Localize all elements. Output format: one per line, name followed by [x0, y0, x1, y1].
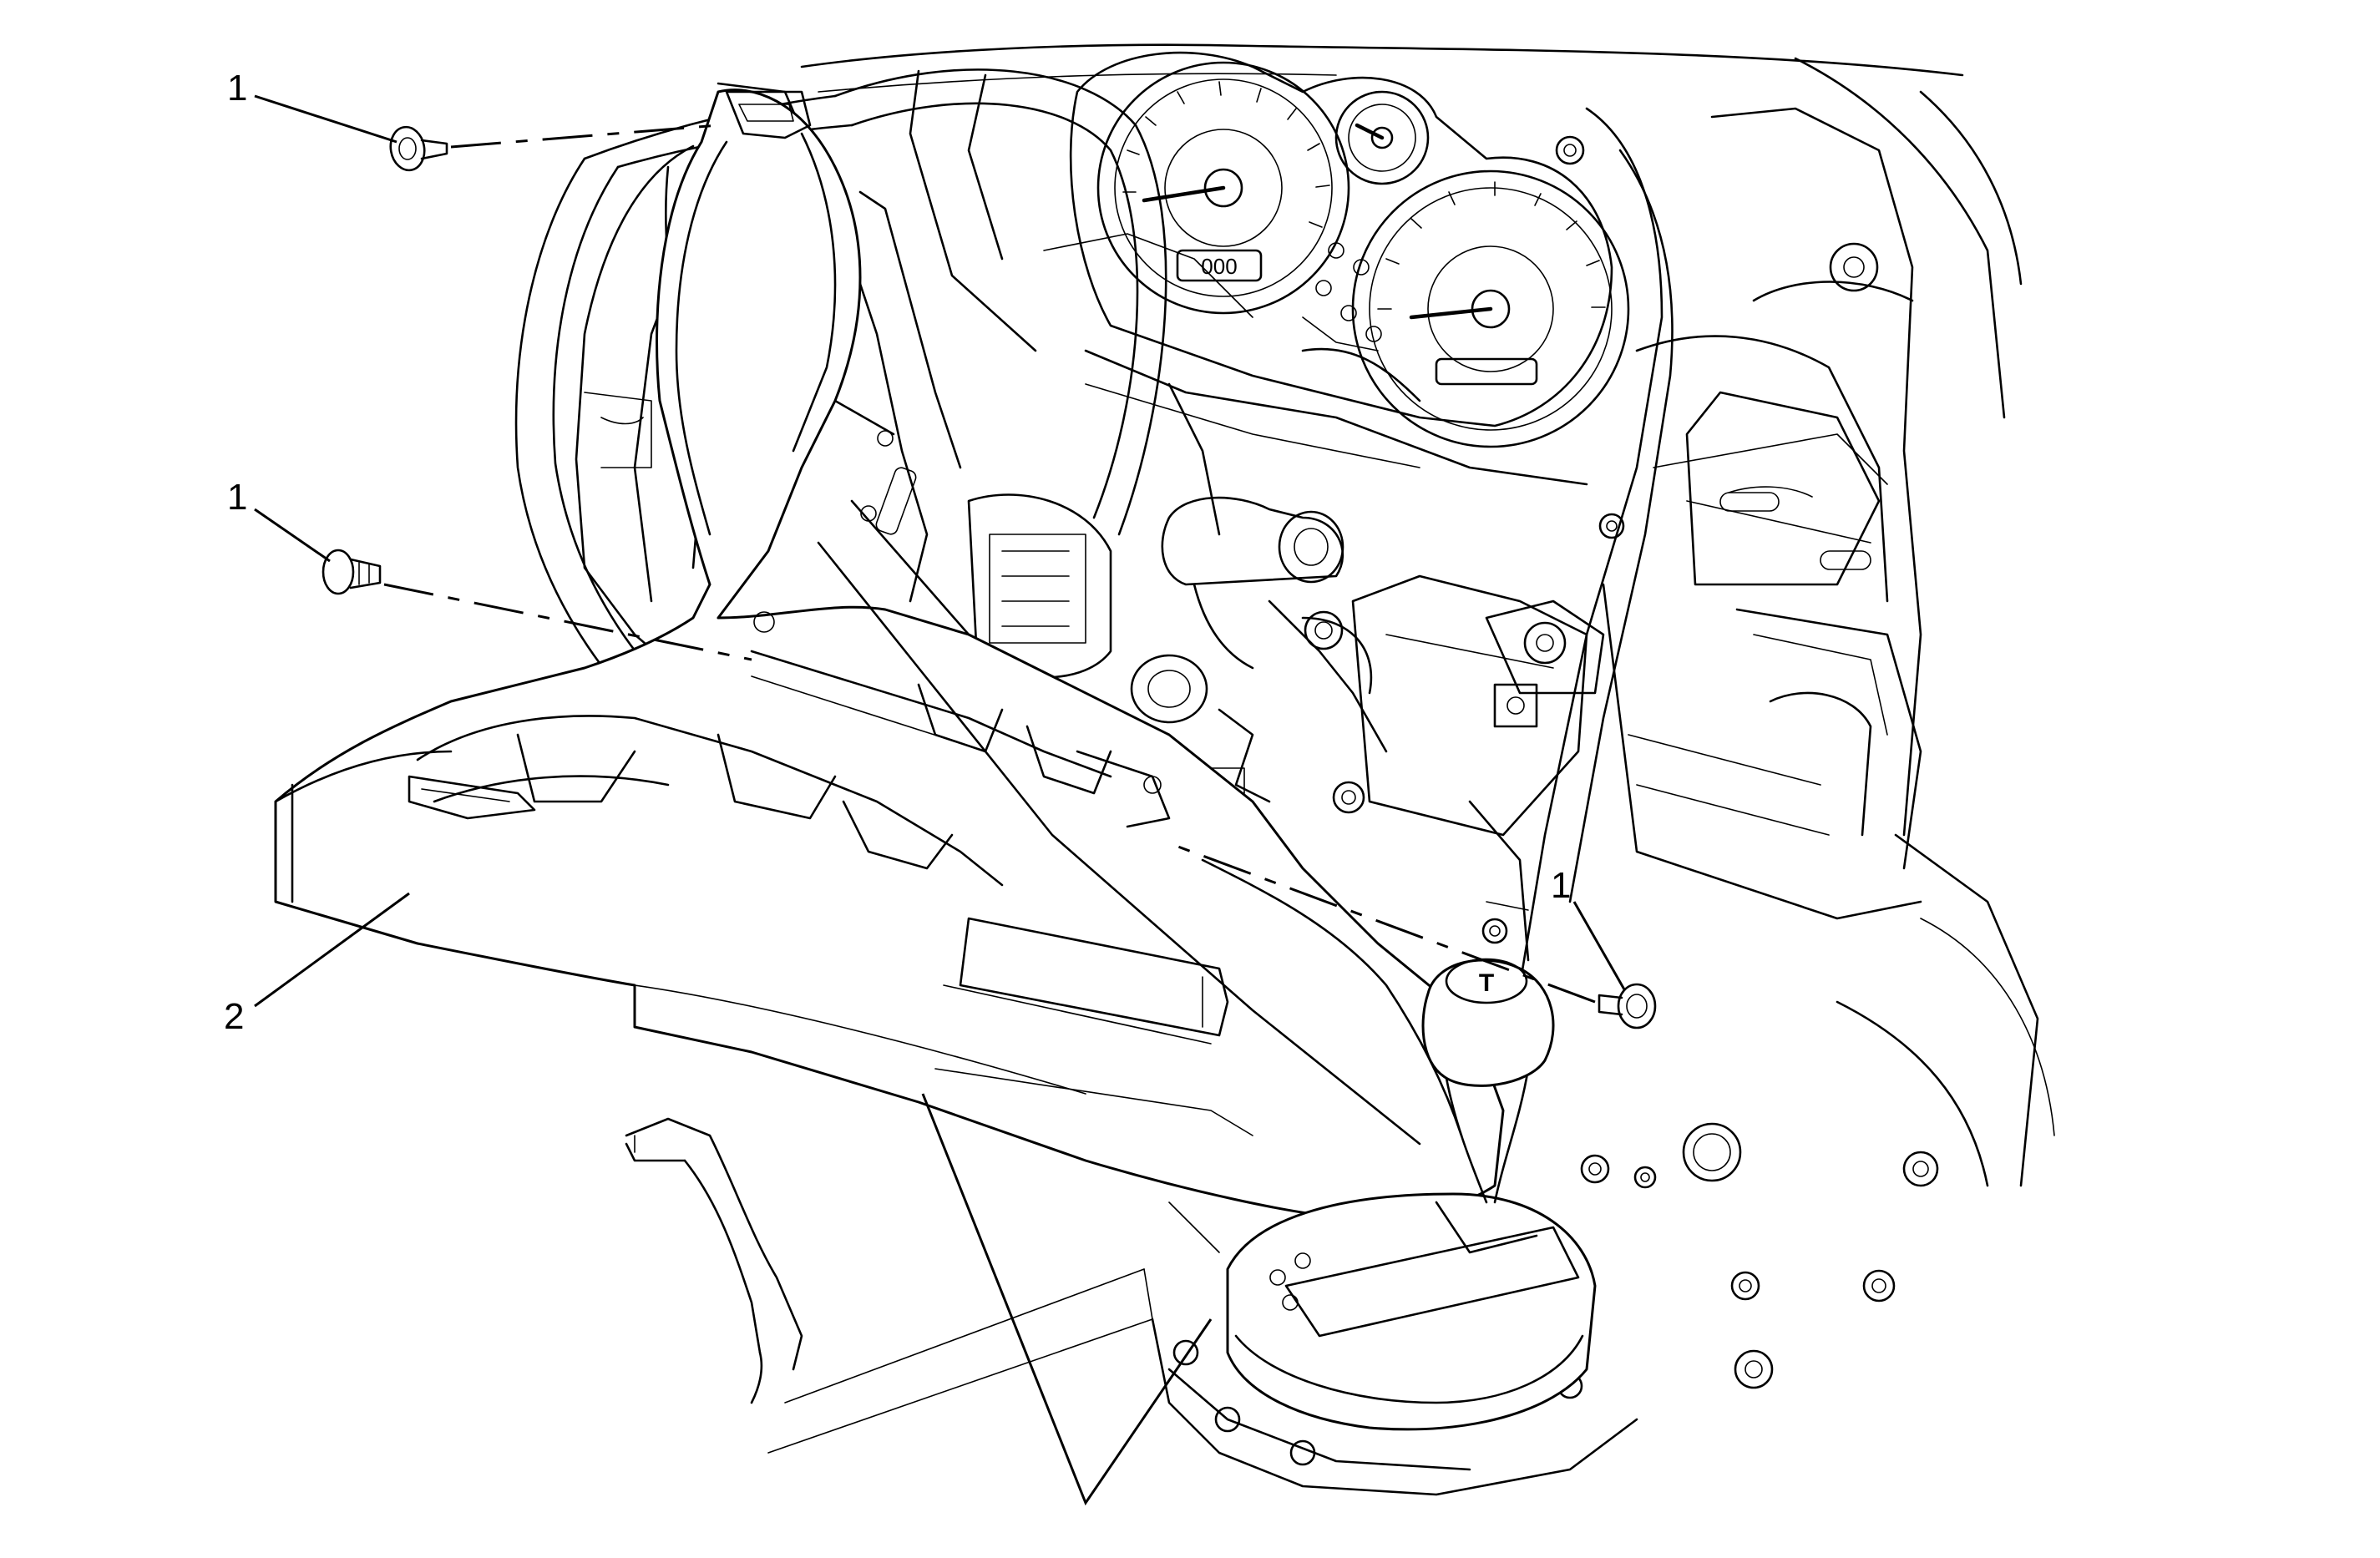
callout-label-fastener-right: 1 [1551, 865, 1571, 906]
fastener-right [1598, 983, 1657, 1029]
tachometer-gauge [1351, 169, 1630, 448]
instrument-cluster: 000 [1069, 51, 1630, 448]
installation-centerlines [383, 124, 1596, 1004]
callout-label-fastener-top: 1 [227, 68, 247, 109]
dash-background-structure [800, 43, 2055, 1399]
callout-labels: 1 1 1 2 [224, 68, 1571, 1037]
callout-leaders [254, 94, 1626, 1506]
fastener-top [389, 125, 448, 172]
temperature-gauge [1334, 90, 1430, 185]
odometer-readout: 000 [1201, 254, 1237, 279]
warning-lamps [1302, 242, 1382, 352]
shift-lever-assembly: T [1151, 958, 1638, 1496]
instrument-panel-lower-trim-panel [274, 89, 1505, 1221]
callout-label-fastener-middle: 1 [227, 477, 247, 518]
lower-bracket-and-floor [625, 1117, 1220, 1454]
fastener-middle [322, 549, 382, 595]
shift-knob-letter: T [1479, 969, 1494, 997]
center-stack-bracket [1468, 107, 1674, 987]
speedometer-gauge: 000 [1096, 61, 1350, 315]
callout-label-console-panel: 2 [224, 996, 244, 1037]
